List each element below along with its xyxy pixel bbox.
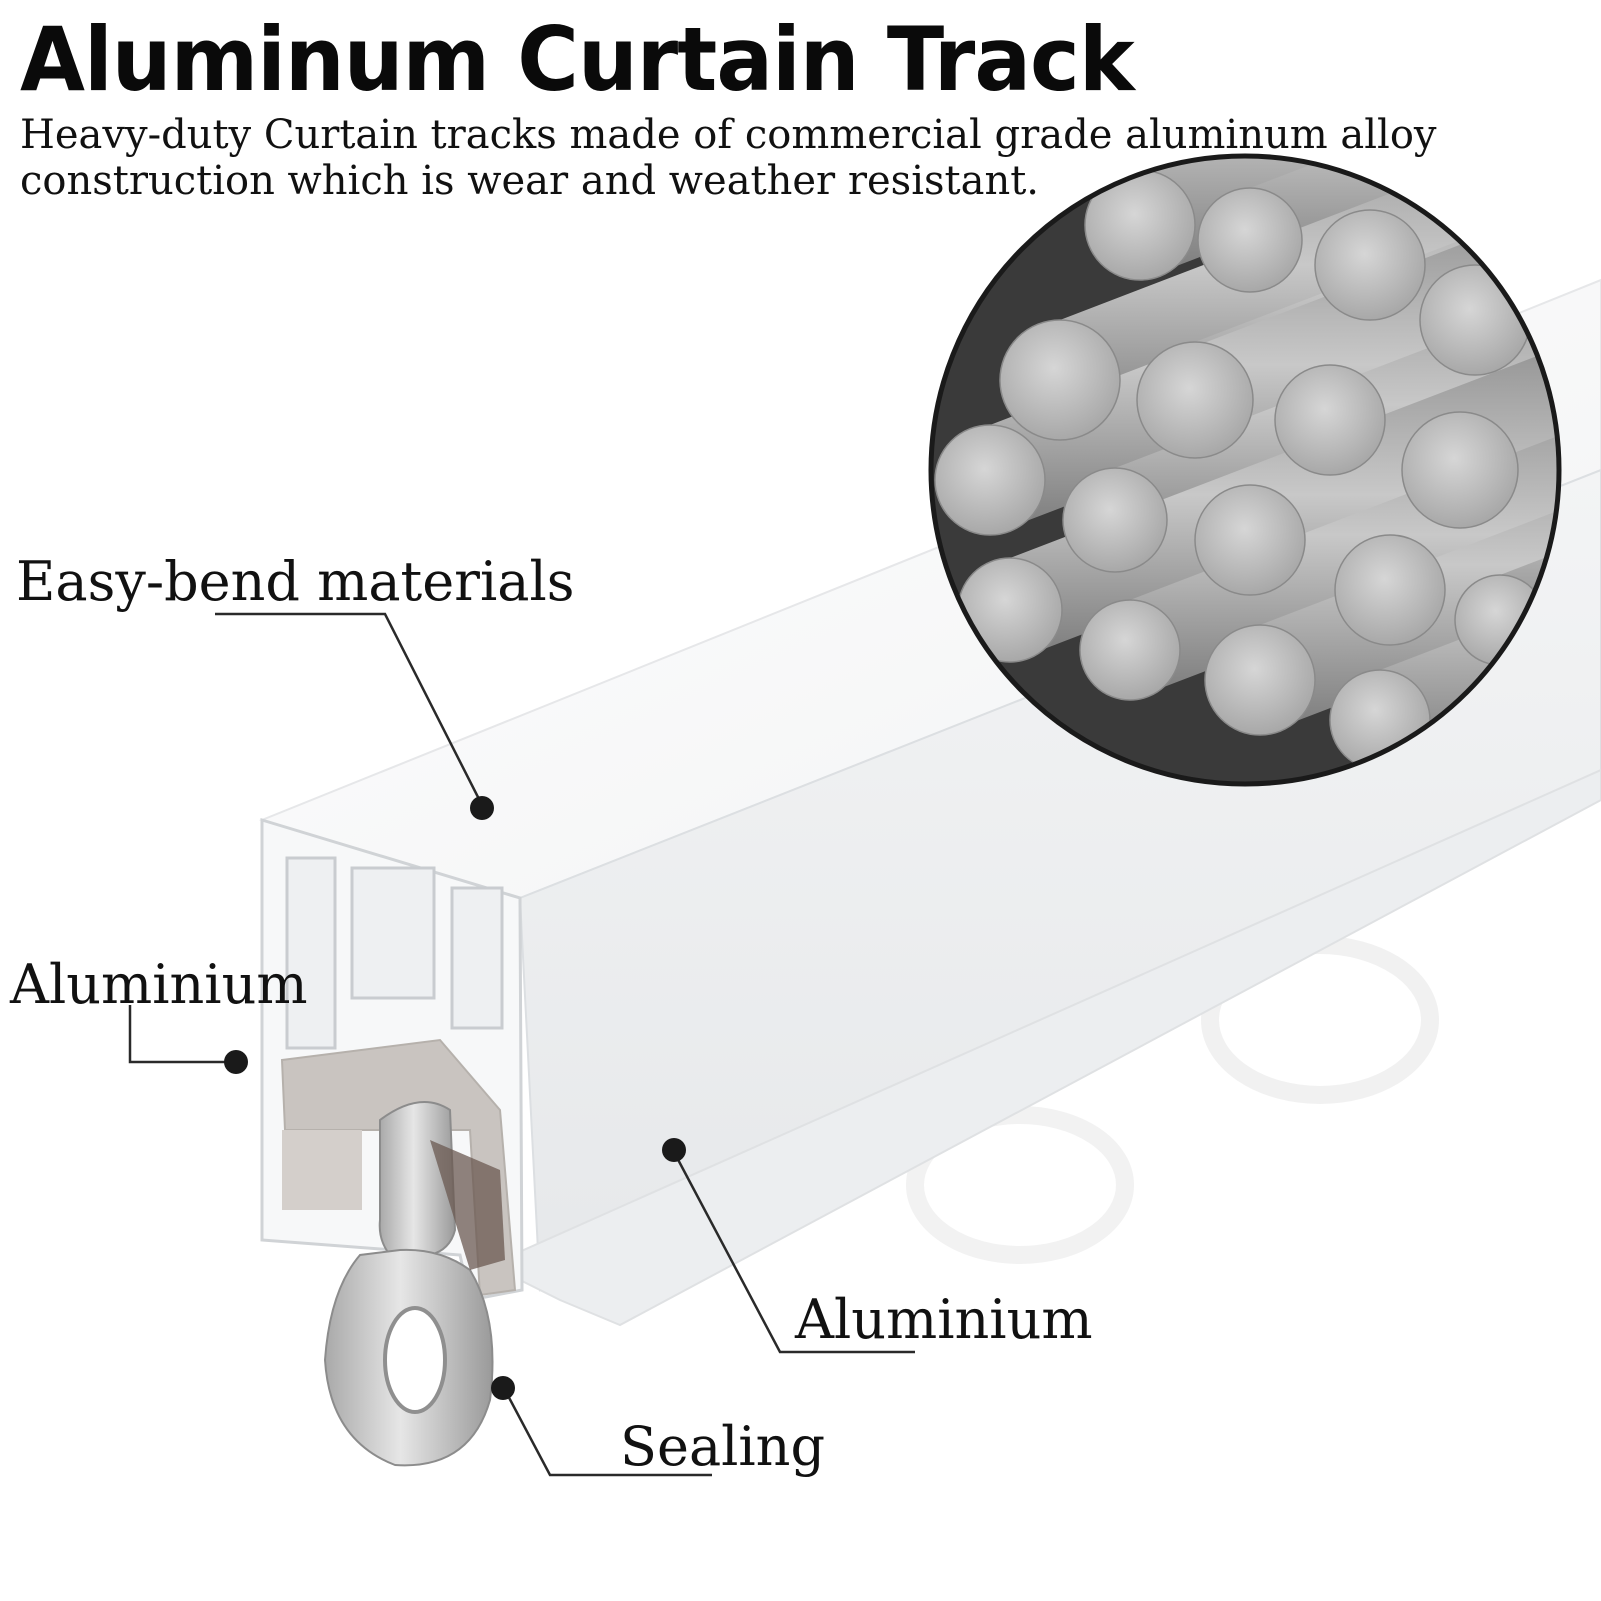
callout-sealing: Sealing: [620, 1415, 826, 1478]
rod-end: [1079, 599, 1181, 701]
rod-body: [1260, 395, 1557, 735]
track-bottom-lip: [487, 768, 1601, 1327]
rod-end: [1419, 264, 1531, 376]
callout-easy-bend: Easy-bend materials: [16, 550, 575, 613]
rod-end: [1136, 341, 1254, 459]
rod-end: [1274, 364, 1386, 476]
track-cross-section: [260, 817, 524, 1302]
callout-aluminium-right: Aluminium: [795, 1288, 1093, 1351]
rod-end: [999, 319, 1121, 441]
rod-end: [1197, 187, 1303, 293]
rod-end: [1062, 467, 1168, 573]
rod-end: [1204, 624, 1316, 736]
glider-hook: [323, 1101, 505, 1467]
rod-end: [1314, 209, 1426, 321]
rod-end: [1194, 484, 1306, 596]
callout-aluminium-left: Aluminium: [10, 953, 308, 1016]
callout-leaders: [128, 612, 915, 1477]
callout-dots: [224, 796, 686, 1400]
page-title: Aluminum Curtain Track: [20, 8, 1135, 111]
page-subtitle: Heavy-duty Curtain tracks made of commer…: [20, 112, 1437, 204]
rod-end: [934, 424, 1046, 536]
rod-end: [1401, 411, 1519, 529]
rod-end: [1334, 534, 1446, 646]
